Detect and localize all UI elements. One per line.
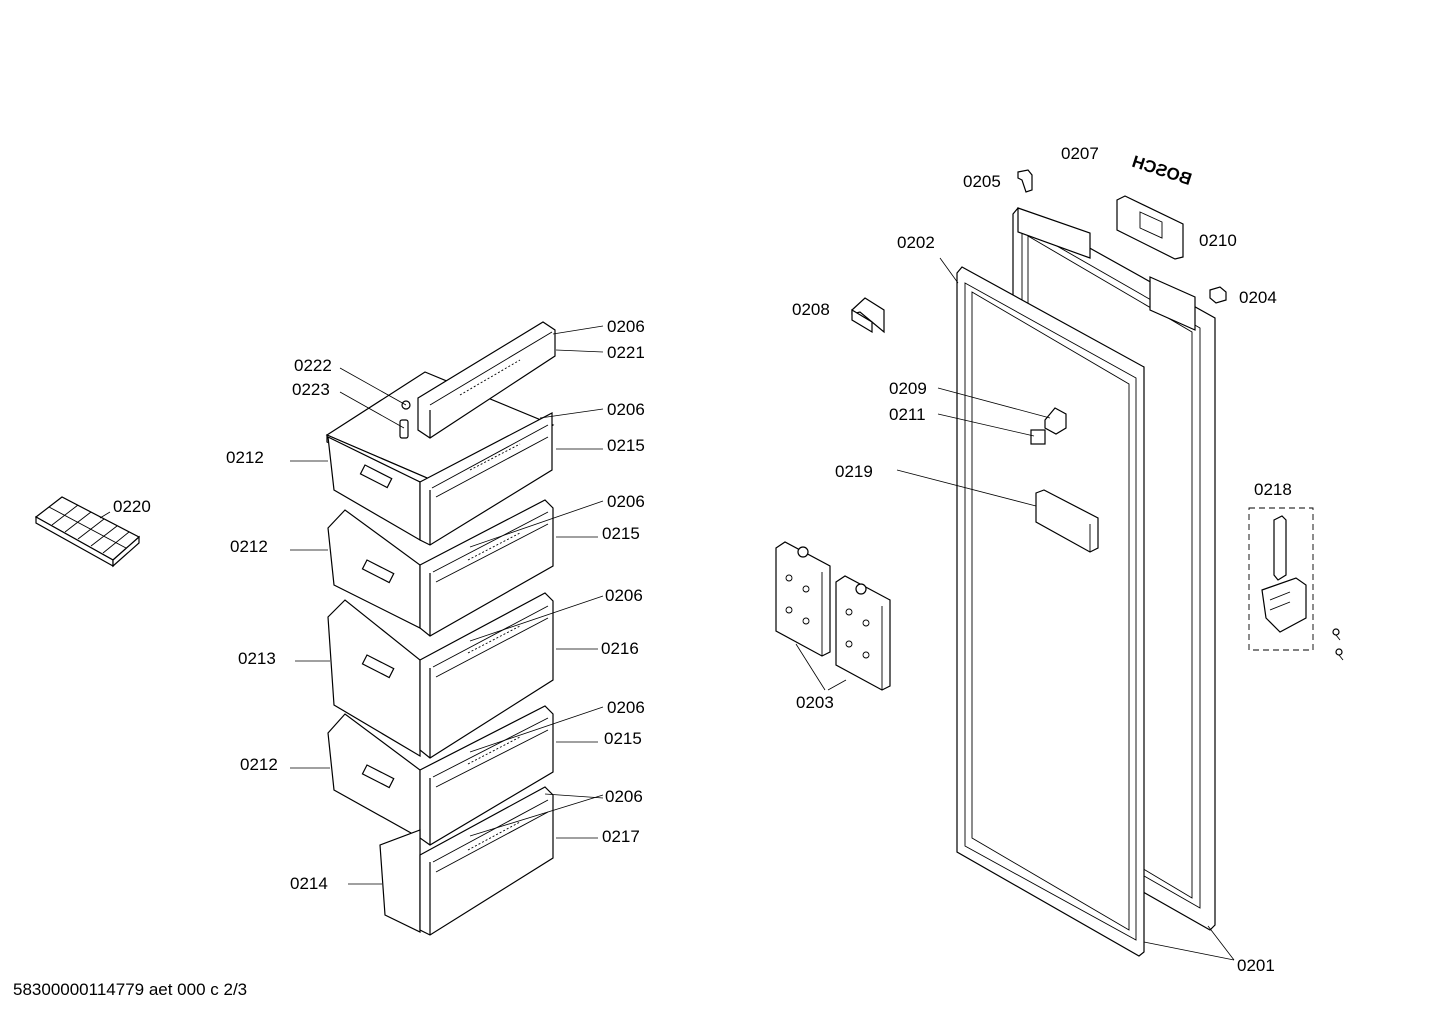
cool-pack-1 [775,541,831,657]
callout-0214: 0214 [290,874,328,893]
callout-0208: 0208 [792,300,830,319]
ice-cube-tray [34,496,141,568]
callout-0206-2: 0206 [607,400,645,419]
callout-0219: 0219 [835,462,873,481]
callout-0221: 0221 [607,343,645,362]
callout-0209: 0209 [889,379,927,398]
callout-0212-low: 0212 [240,755,278,774]
callout-0206-1: 0206 [607,317,645,336]
cool-pack-2 [835,575,891,691]
basket-3 [327,592,554,759]
hinge-assembly-0218 [1248,507,1344,661]
callout-0216: 0216 [601,639,639,658]
basket-5 [379,786,554,936]
callout-0202: 0202 [897,233,935,252]
door-label-plate [1035,489,1099,553]
callout-0204: 0204 [1239,288,1277,307]
hinge-parts [1030,407,1067,445]
callout-0222: 0222 [294,356,332,375]
callout-0215-2: 0215 [602,524,640,543]
basket-4 [327,705,554,846]
callout-0206-6: 0206 [605,787,643,806]
brand-logo-text: BOSCH [1130,152,1194,189]
basket-1 [327,412,553,546]
callout-0206-4: 0206 [605,586,643,605]
callout-0205: 0205 [963,172,1001,191]
callout-0217: 0217 [602,827,640,846]
callout-0207: 0207 [1061,144,1099,163]
callout-0220: 0220 [113,497,151,516]
callout-0213: 0213 [238,649,276,668]
leader-lines [99,257,1235,961]
callout-0203: 0203 [796,693,834,712]
brand-plate [1116,195,1184,260]
callout-labels: 0220 0222 0223 0212 0212 0213 0212 0214 … [113,144,1292,975]
handle-bar [417,321,556,439]
callout-0212-top: 0212 [226,448,264,467]
callout-0212-mid: 0212 [230,537,268,556]
clip-0205 [1017,169,1033,193]
callout-0206-3: 0206 [607,492,645,511]
brand-logo: BOSCH [1130,152,1194,189]
door-gasket [956,266,1145,957]
callout-0211: 0211 [889,405,926,424]
bracket-0208 [851,297,885,334]
callout-0206-5: 0206 [607,698,645,717]
basket-2 [327,499,554,637]
document-reference: 58300000114779 aet 000 c 2/3 [13,980,248,999]
callout-0201: 0201 [1237,956,1275,975]
clip-0204 [1209,286,1227,304]
callout-0215-1: 0215 [607,436,645,455]
callout-0223: 0223 [292,380,330,399]
callout-0218: 0218 [1254,480,1292,499]
callout-0215-3: 0215 [604,729,642,748]
callout-0210: 0210 [1199,231,1237,250]
